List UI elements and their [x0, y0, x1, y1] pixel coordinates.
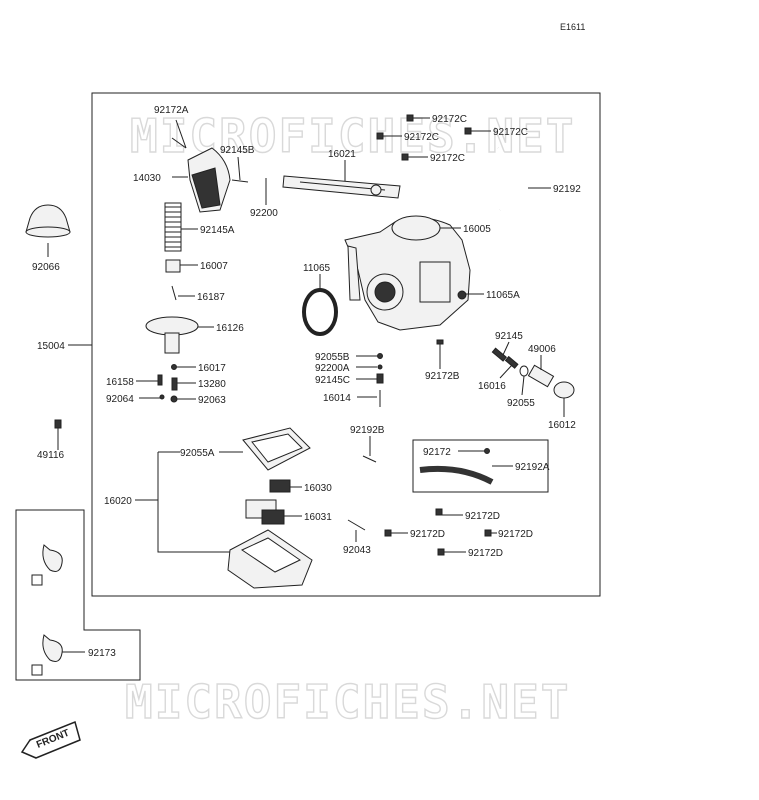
label-16005: 16005 — [463, 224, 491, 235]
washer-92064 — [159, 394, 165, 400]
label-92172D-1: 92172D — [465, 511, 500, 522]
label-92200A: 92200A — [315, 363, 350, 374]
label-11065: 11065 — [303, 263, 331, 274]
screw-92172A — [171, 137, 187, 149]
jet-16158 — [157, 374, 163, 386]
spring-92145A — [164, 202, 182, 252]
label-16017: 16017 — [198, 363, 226, 374]
label-92192A: 92192A — [515, 462, 550, 473]
cover-14030 — [187, 147, 231, 213]
label-92172C-4: 92172C — [430, 153, 465, 164]
label-92192B: 92192B — [350, 425, 385, 436]
sub-assembly-frame — [15, 509, 141, 681]
label-16031: 16031 — [304, 512, 332, 523]
label-92172D-3: 92172D — [498, 529, 533, 540]
hose-92192B — [362, 455, 377, 463]
label-49116: 49116 — [37, 450, 65, 461]
label-92172D-2: 92172D — [410, 529, 445, 540]
label-16016: 16016 — [478, 381, 506, 392]
gasket-92055A — [242, 427, 311, 471]
spring-92145 — [491, 347, 507, 362]
label-92043: 92043 — [343, 545, 371, 556]
label-16126: 16126 — [216, 323, 244, 334]
hose-kit-frame — [412, 439, 549, 493]
washer-92063 — [170, 395, 178, 403]
clip-49116 — [54, 419, 62, 445]
label-92173: 92173 — [88, 648, 116, 659]
label-92063: 92063 — [198, 395, 226, 406]
label-92172C-2: 92172C — [404, 132, 439, 143]
label-92172A: 92172A — [154, 105, 189, 116]
label-92055A: 92055A — [180, 448, 215, 459]
cap-16012 — [553, 381, 575, 399]
label-16021: 16021 — [328, 149, 356, 160]
label-92055B: 92055B — [315, 352, 350, 363]
label-15004: 15004 — [37, 341, 65, 352]
screws-92172D — [384, 508, 492, 556]
label-16007: 16007 — [200, 261, 228, 272]
carburetor-16005 — [344, 215, 471, 331]
label-16020: 16020 — [104, 496, 132, 507]
label-92172C-3: 92172C — [493, 127, 528, 138]
valve-49006 — [527, 364, 555, 388]
label-16014: 16014 — [323, 393, 351, 404]
watermark-bottom: MICROFICHES.NET — [125, 675, 570, 729]
label-16012: 16012 — [548, 420, 576, 431]
needle-valve-16030 — [269, 479, 291, 493]
plunger-16016 — [504, 355, 519, 369]
spring-92145B — [231, 179, 249, 183]
washer-92200A — [377, 364, 383, 370]
label-92066: 92066 — [32, 262, 60, 273]
diagram-code: E1611 — [560, 22, 585, 32]
label-92064: 92064 — [106, 394, 134, 405]
label-92200: 92200 — [250, 208, 278, 219]
label-92145A: 92145A — [200, 225, 235, 236]
pin-16187 — [171, 285, 177, 301]
label-49006: 49006 — [528, 344, 556, 355]
cap-92066 — [25, 204, 71, 238]
label-92055: 92055 — [507, 398, 535, 409]
label-92172D-4: 92172D — [468, 548, 503, 559]
label-92145C: 92145C — [315, 375, 350, 386]
oring-92055 — [519, 365, 529, 377]
float-16031 — [245, 499, 285, 525]
screw-92172B — [436, 339, 444, 362]
label-92172C-1: 92172C — [432, 114, 467, 125]
label-13280: 13280 — [198, 379, 226, 390]
screws-92172C — [376, 114, 472, 161]
front-arrow-icon — [20, 720, 81, 759]
needle-16017 — [171, 364, 177, 370]
label-16187: 16187 — [197, 292, 225, 303]
label-92172: 92172 — [423, 447, 451, 458]
plate-16021 — [282, 175, 401, 199]
spring-92145C — [376, 373, 384, 384]
pin-92043 — [347, 519, 366, 531]
leader-lines — [47, 117, 565, 653]
oring-92055B — [377, 353, 383, 359]
label-92172B: 92172B — [425, 371, 460, 382]
float-bowl — [227, 529, 313, 589]
jet-13280 — [171, 377, 178, 391]
label-92192: 92192 — [553, 184, 581, 195]
label-14030: 14030 — [133, 173, 161, 184]
hose-92192A — [419, 465, 494, 485]
clamp-92173-a — [31, 544, 63, 586]
label-92145B: 92145B — [220, 145, 255, 156]
label-11065A: 11065A — [486, 290, 520, 301]
label-92145: 92145 — [495, 331, 523, 342]
gasket-11065A — [457, 290, 467, 300]
gasket-11065 — [302, 288, 338, 336]
diaphragm-16126 — [145, 316, 199, 354]
retainer-16007 — [165, 259, 181, 273]
label-16158: 16158 — [106, 377, 134, 388]
label-16030: 16030 — [304, 483, 332, 494]
callout-labels: 92172A 92145B 14030 92145A 16007 16187 1… — [32, 105, 581, 659]
clamp-92173-b — [31, 634, 63, 676]
clip-92172 — [484, 448, 490, 454]
